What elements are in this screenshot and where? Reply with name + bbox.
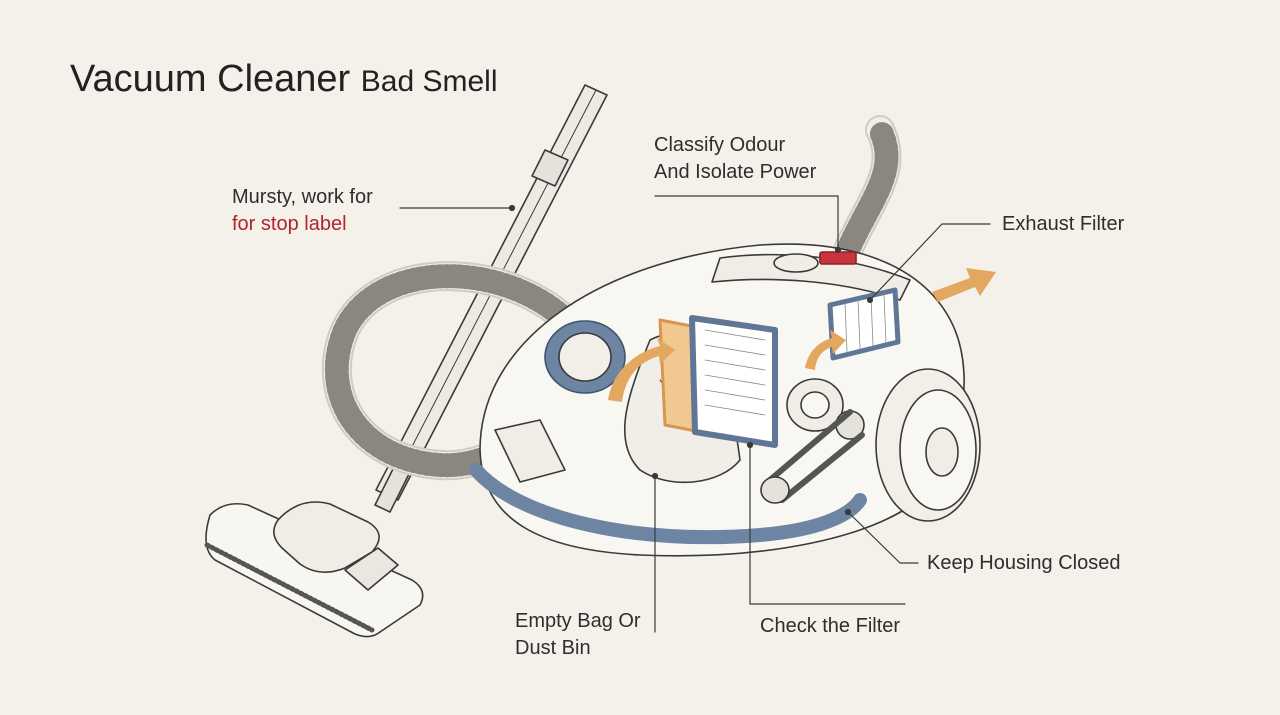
main-filter [658,315,778,448]
label-empty-bag-line1: Empty Bag Or [515,610,641,632]
title-sub: Bad Smell [360,65,498,98]
label-classify-line1: Classify Odour [654,134,786,156]
label-check-filter: Check the Filter [760,615,901,637]
rear-wheel [875,368,981,522]
label-classify-line2: And Isolate Power [654,161,817,183]
label-exhaust-filter: Exhaust Filter [1002,213,1125,235]
leader-lines [399,195,991,633]
label-empty-bag: Empty Bag Or Dust Bin [515,608,641,662]
label-keep-housing-closed: Keep Housing Closed [927,552,1121,574]
label-musty-line1: Mursty, work for [232,186,373,208]
label-empty-bag-line2: Dust Bin [515,637,591,659]
airflow-arrows [608,268,996,402]
label-classify-odour: Classify Odour And Isolate Power [654,132,816,186]
hose [321,115,902,481]
motor-assembly [760,378,865,504]
floor-nozzle [204,501,424,638]
label-musty-line2: for stop label [232,213,347,235]
hose-inlet [544,320,626,394]
label-musty: Mursty, work for for stop label [232,184,373,238]
title-main: Vacuum Cleaner [70,58,351,100]
page-title: Vacuum Cleaner Bad Smell [70,58,498,101]
